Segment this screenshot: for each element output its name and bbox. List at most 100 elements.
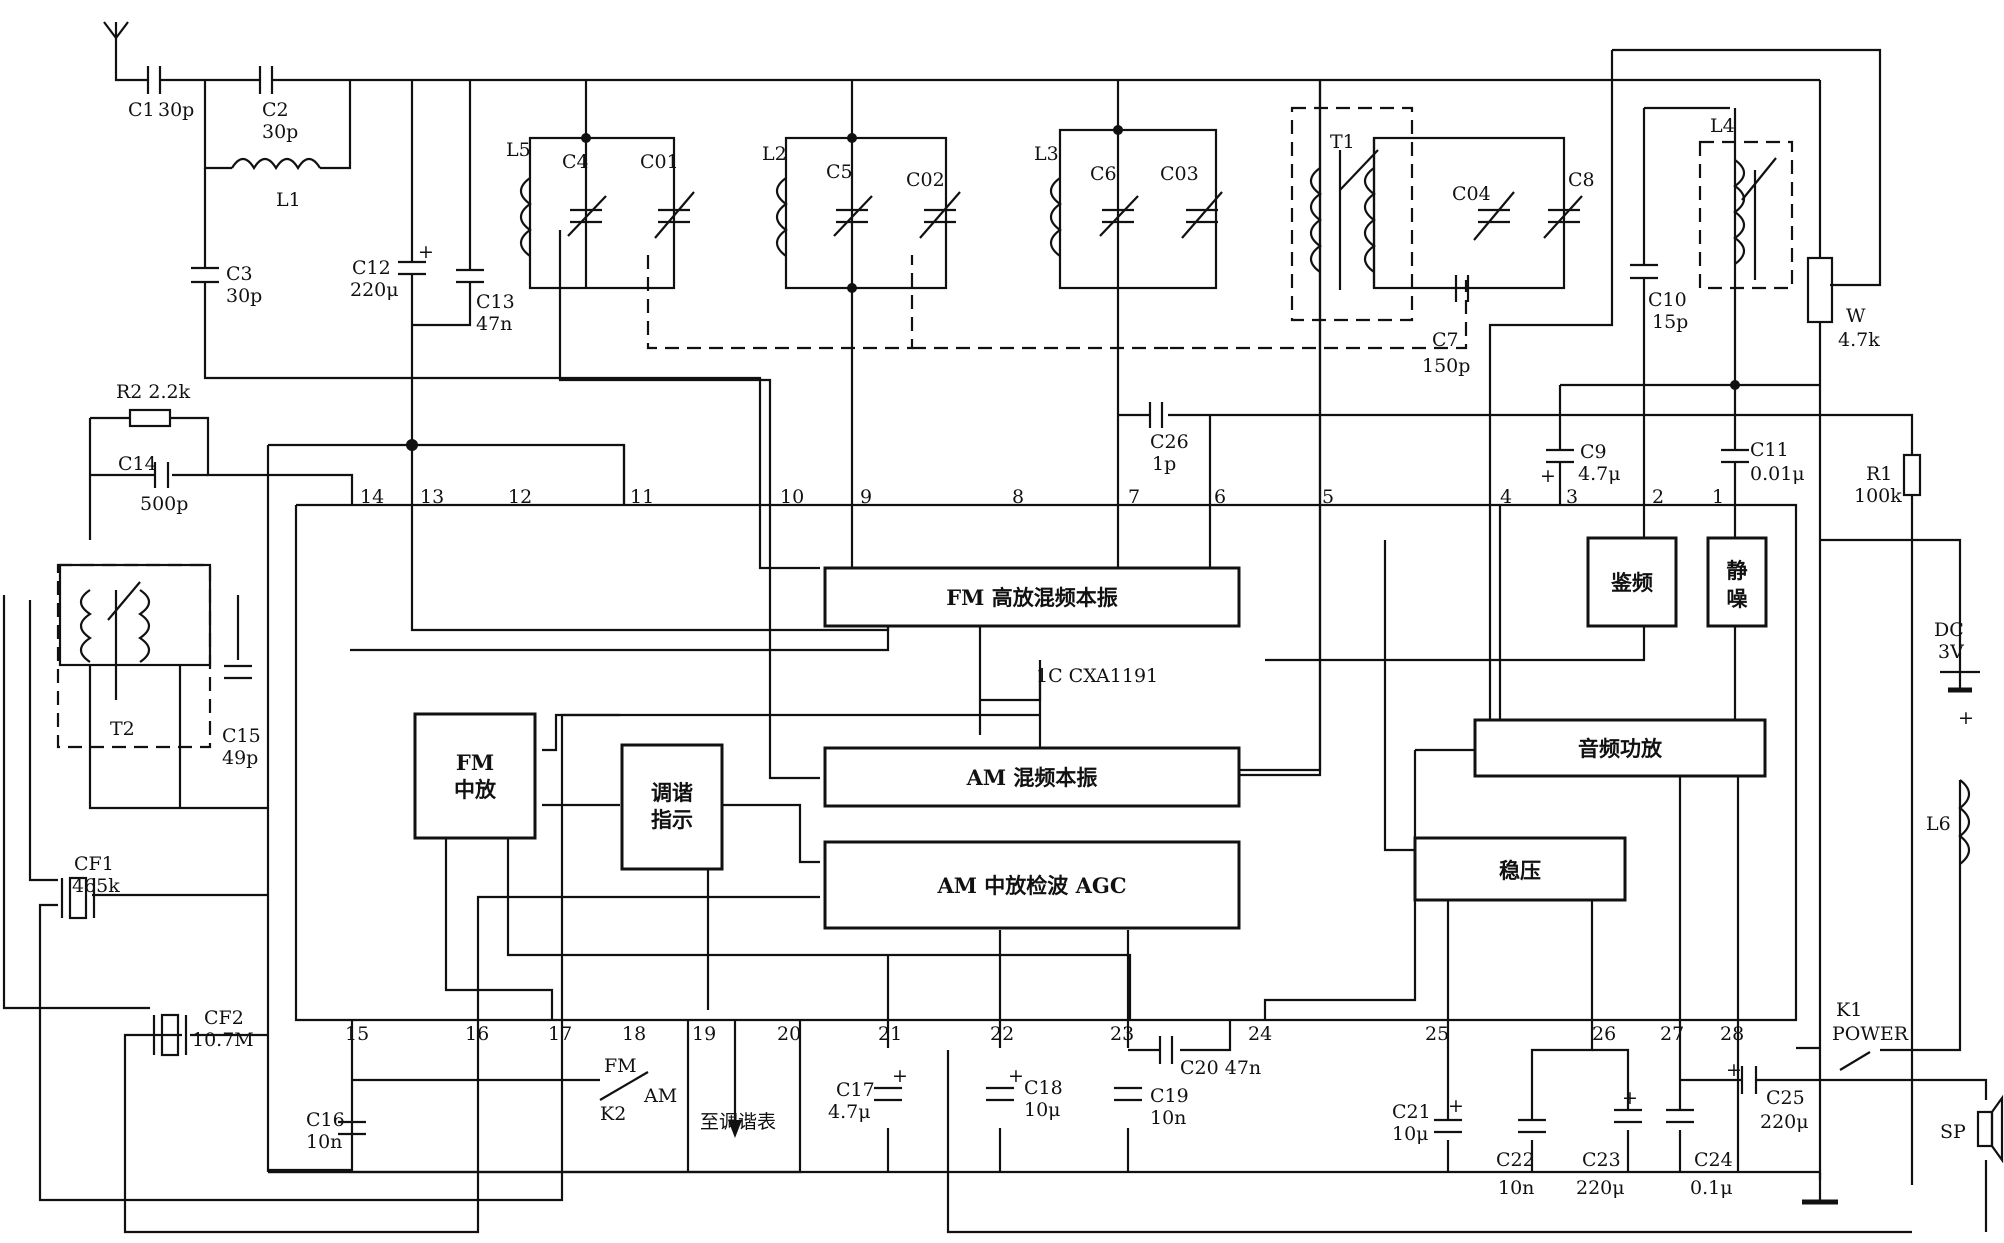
tuning-indicator-block (620, 743, 724, 871)
cf1-label: CF1 (74, 853, 114, 875)
pin-4: 4 (1500, 486, 1512, 508)
mute-label-1: 静 (1727, 558, 1748, 583)
c11-value: 0.01μ (1750, 463, 1805, 485)
c18-value: 10μ (1024, 1099, 1061, 1121)
tune-meter-label: 至调谐表 (700, 1111, 776, 1133)
pin-5: 5 (1322, 486, 1334, 508)
pin-28: 28 (1720, 1023, 1744, 1045)
c2-value: 30p (262, 121, 298, 143)
tune-label-2: 指示 (651, 807, 693, 832)
dc-label: DC (1934, 619, 1964, 641)
cf2-label: CF2 (204, 1007, 244, 1029)
k1-value: POWER (1832, 1023, 1909, 1045)
sp-label: SP (1940, 1121, 1966, 1143)
pin-27: 27 (1660, 1023, 1684, 1045)
c23-label: C23 (1582, 1149, 1621, 1171)
ic-blocks (413, 536, 1768, 930)
c18-label: C18 (1024, 1077, 1063, 1099)
c9-label: C9 (1580, 441, 1607, 463)
c22-value: 10n (1498, 1177, 1534, 1199)
c10-value: 15p (1652, 311, 1688, 333)
fm-if-label-1: FM (456, 750, 494, 775)
c16-label: C16 (306, 1109, 345, 1131)
l4-label: L4 (1710, 115, 1735, 137)
c26-label: C26 (1150, 431, 1189, 453)
w-value: 4.7k (1838, 329, 1880, 351)
pin-15: 15 (345, 1023, 369, 1045)
c19-label: C19 (1150, 1085, 1189, 1107)
pin-20: 20 (777, 1023, 801, 1045)
pin-7: 7 (1128, 486, 1140, 508)
c16-value: 10n (306, 1131, 342, 1153)
pin-21: 21 (878, 1023, 902, 1045)
fm-rf-mixer-osc-block (823, 566, 1241, 628)
audio-label: 音频功放 (1578, 736, 1663, 761)
k1-label: K1 (1836, 999, 1862, 1021)
k2-fm-label: FM (604, 1055, 637, 1077)
pin-22: 22 (990, 1023, 1014, 1045)
l2-label: L2 (762, 143, 787, 165)
c10-label: C10 (1648, 289, 1687, 311)
cf2-value: 10.7M (192, 1029, 254, 1051)
c11-label: C11 (1750, 439, 1789, 461)
cf1-value: 465k (72, 875, 120, 897)
component-symbols (60, 66, 2004, 1164)
svg-text:+: + (1958, 707, 1974, 729)
dc-value: 3V (1938, 641, 1964, 663)
c2-label: C2 (262, 99, 289, 121)
wiring (2, 21, 1988, 1234)
pin-2: 2 (1652, 486, 1664, 508)
t2-label: T2 (110, 718, 135, 740)
pin-13: 13 (420, 486, 444, 508)
pin-19: 19 (692, 1023, 716, 1045)
c8-label: C8 (1568, 169, 1595, 191)
pin-17: 17 (548, 1023, 572, 1045)
c23-value: 220μ (1576, 1177, 1625, 1199)
c19-value: 10n (1150, 1107, 1186, 1129)
tune-label-1: 调谐 (651, 780, 693, 805)
r1-label: R1 (1866, 463, 1892, 485)
am-if-det-agc-block (823, 840, 1241, 930)
pin-10: 10 (780, 486, 804, 508)
t1-label: T1 (1330, 131, 1355, 153)
c26-value: 1p (1152, 453, 1176, 475)
pin-14: 14 (360, 486, 384, 508)
c22-label: C22 (1496, 1149, 1535, 1171)
mute-block (1706, 536, 1768, 628)
c24-value: 0.1μ (1690, 1177, 1733, 1199)
k2-am-label: AM (643, 1085, 677, 1107)
c4-label: C4 (562, 151, 589, 173)
c7-value: 150p (1422, 355, 1470, 377)
svg-text:+: + (418, 241, 434, 263)
svg-text:+: + (1008, 1065, 1024, 1087)
c25-label: C25 (1766, 1087, 1805, 1109)
disc-label: 鉴频 (1610, 570, 1653, 595)
fm-if-block (413, 712, 537, 840)
l6-label: L6 (1926, 813, 1951, 835)
c15-value: 49p (222, 747, 258, 769)
pin-26: 26 (1592, 1023, 1616, 1045)
regulator-block (1413, 836, 1627, 902)
pin-24: 24 (1248, 1023, 1272, 1045)
gang-tuning-link (56, 106, 1794, 749)
c12-value: 220μ (350, 279, 399, 301)
c5-label: C5 (826, 161, 853, 183)
discriminator-block (1586, 536, 1678, 628)
pin-18: 18 (622, 1023, 646, 1045)
pin-23: 23 (1110, 1023, 1134, 1045)
k2-label: K2 (600, 1103, 626, 1125)
c12-label: C12 (352, 257, 391, 279)
polarity-marks: + + + + + + + + (418, 241, 1974, 1117)
pin-9: 9 (860, 486, 872, 508)
fm-rf-label: FM 高放混频本振 (946, 585, 1117, 610)
am-if-label: AM 中放检波 AGC (936, 873, 1126, 898)
l1-label: L1 (276, 189, 301, 211)
am-mix-label: AM 混频本振 (966, 765, 1098, 790)
pin-8: 8 (1012, 486, 1024, 508)
pin-12: 12 (508, 486, 532, 508)
c6-label: C6 (1090, 163, 1117, 185)
c3-label: C3 (226, 263, 253, 285)
fm-if-label-2: 中放 (454, 777, 497, 802)
